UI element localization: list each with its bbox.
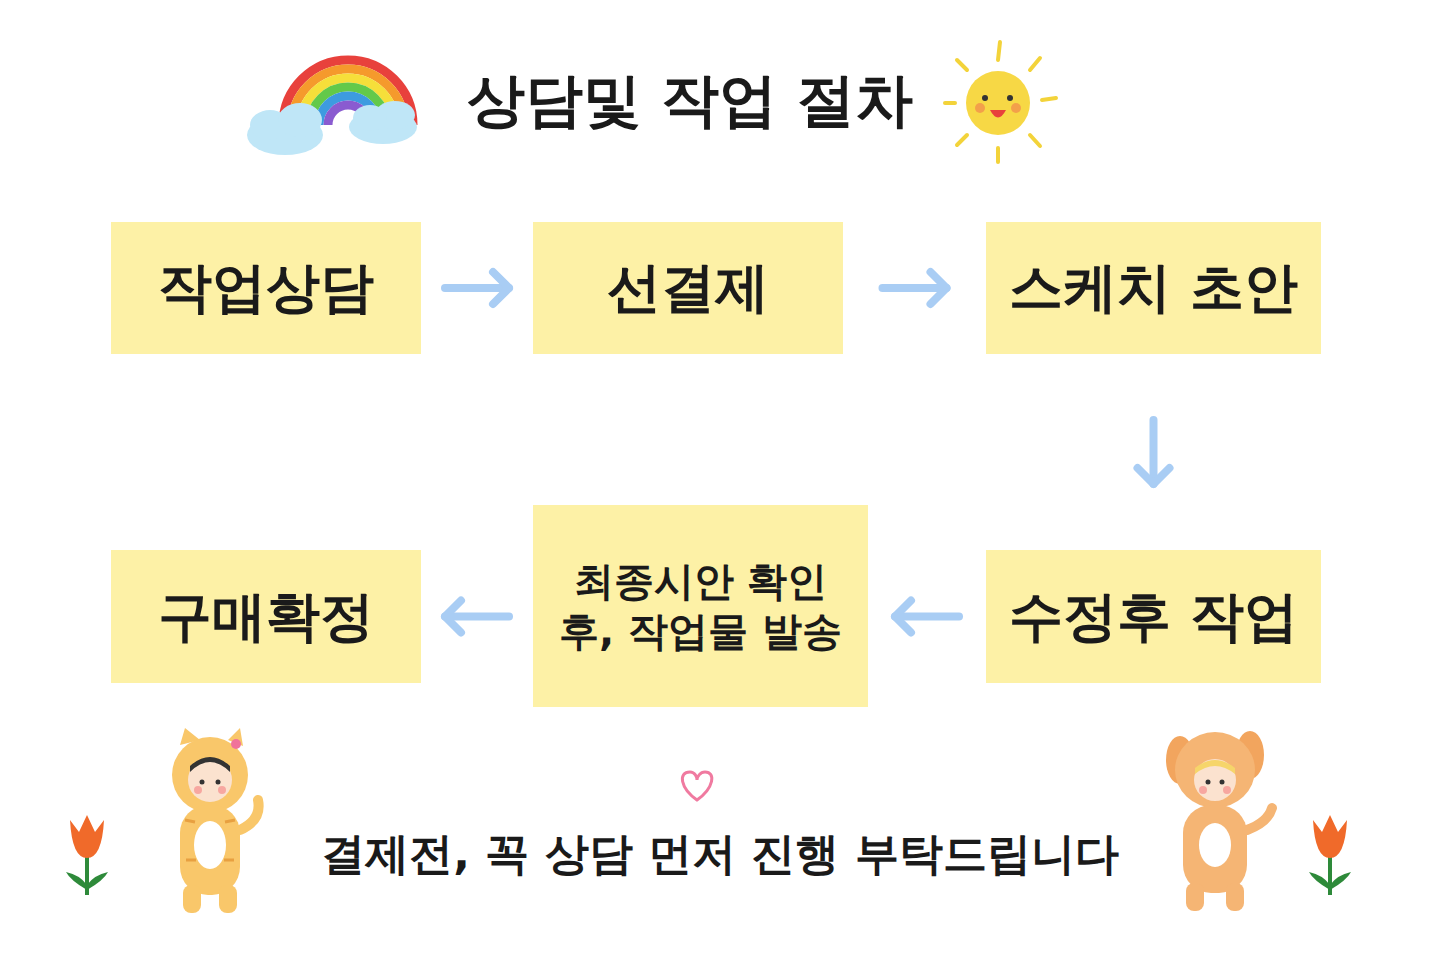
- step-label: 수정후 작업: [1009, 583, 1298, 651]
- flow-arrow: [883, 272, 947, 304]
- step-label: 선결제: [607, 254, 769, 322]
- tulip-illustration: [1309, 815, 1351, 895]
- dog-character: [1166, 731, 1272, 911]
- sun-illustration: [945, 42, 1056, 162]
- flow-arrow: [445, 601, 509, 633]
- flow-arrow: [445, 272, 509, 304]
- step-label: 최종시안 확인 후, 작업물 발송: [551, 556, 851, 656]
- process-box: 구매확정: [111, 550, 421, 683]
- process-box: 선결제: [533, 222, 843, 354]
- heart-icon: [682, 772, 711, 800]
- step-label: 작업상담: [158, 254, 374, 322]
- tulip-illustration: [66, 815, 108, 895]
- title: 상담및 작업 절차: [467, 62, 913, 140]
- process-box: 작업상담: [111, 222, 421, 354]
- step-label: 스케치 초안: [1009, 254, 1298, 322]
- process-box: 수정후 작업: [986, 550, 1321, 683]
- flow-arrow: [895, 601, 959, 633]
- note-text: 결제전, 꼭 상담 먼저 진행 부탁드립니다: [321, 825, 1118, 884]
- process-box: 스케치 초안: [986, 222, 1321, 354]
- cloud: [247, 101, 417, 155]
- process-box: 최종시안 확인 후, 작업물 발송: [533, 505, 868, 707]
- cat-character: [172, 728, 259, 913]
- flow-arrow: [1138, 420, 1170, 484]
- step-label: 구매확정: [158, 583, 374, 651]
